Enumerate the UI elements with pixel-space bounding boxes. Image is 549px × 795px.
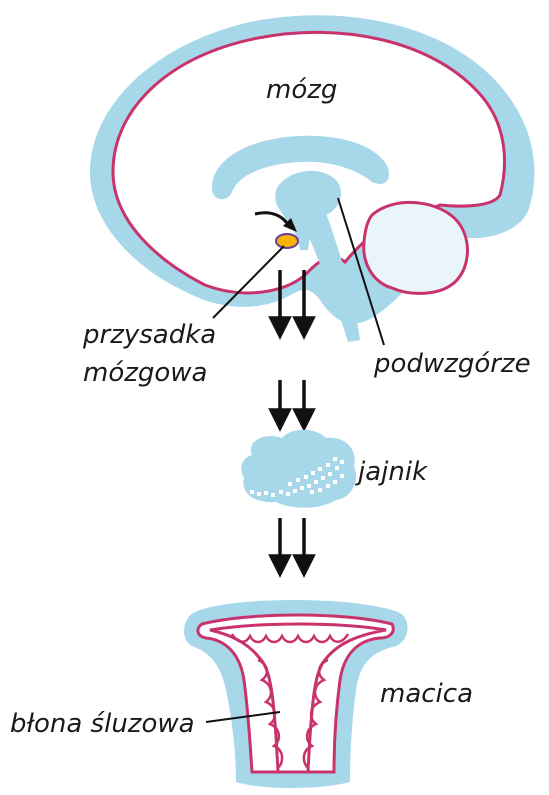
arrow-2b-head	[295, 410, 313, 428]
label-brain: mózg	[266, 75, 337, 105]
arrows	[271, 270, 313, 574]
cerebellum	[364, 202, 468, 293]
label-pituitary-2: mózgowa	[83, 358, 208, 388]
uterus	[184, 600, 408, 788]
arrow-1a-head	[271, 318, 289, 336]
ovary	[241, 430, 356, 508]
arrow-3b-head	[295, 556, 313, 574]
pituitary-gland	[276, 234, 298, 248]
arrow-2a-head	[271, 410, 289, 428]
brain	[90, 15, 534, 342]
label-uterus: macica	[380, 679, 473, 709]
label-endometrium: błona śluzowa	[10, 709, 195, 739]
label-ovary: jajnik	[355, 457, 428, 487]
label-hypothalamus: podwzgórze	[373, 349, 531, 379]
label-pituitary-1: przysadka	[82, 320, 216, 350]
arrow-1b-head	[295, 318, 313, 336]
arrow-3a-head	[271, 556, 289, 574]
